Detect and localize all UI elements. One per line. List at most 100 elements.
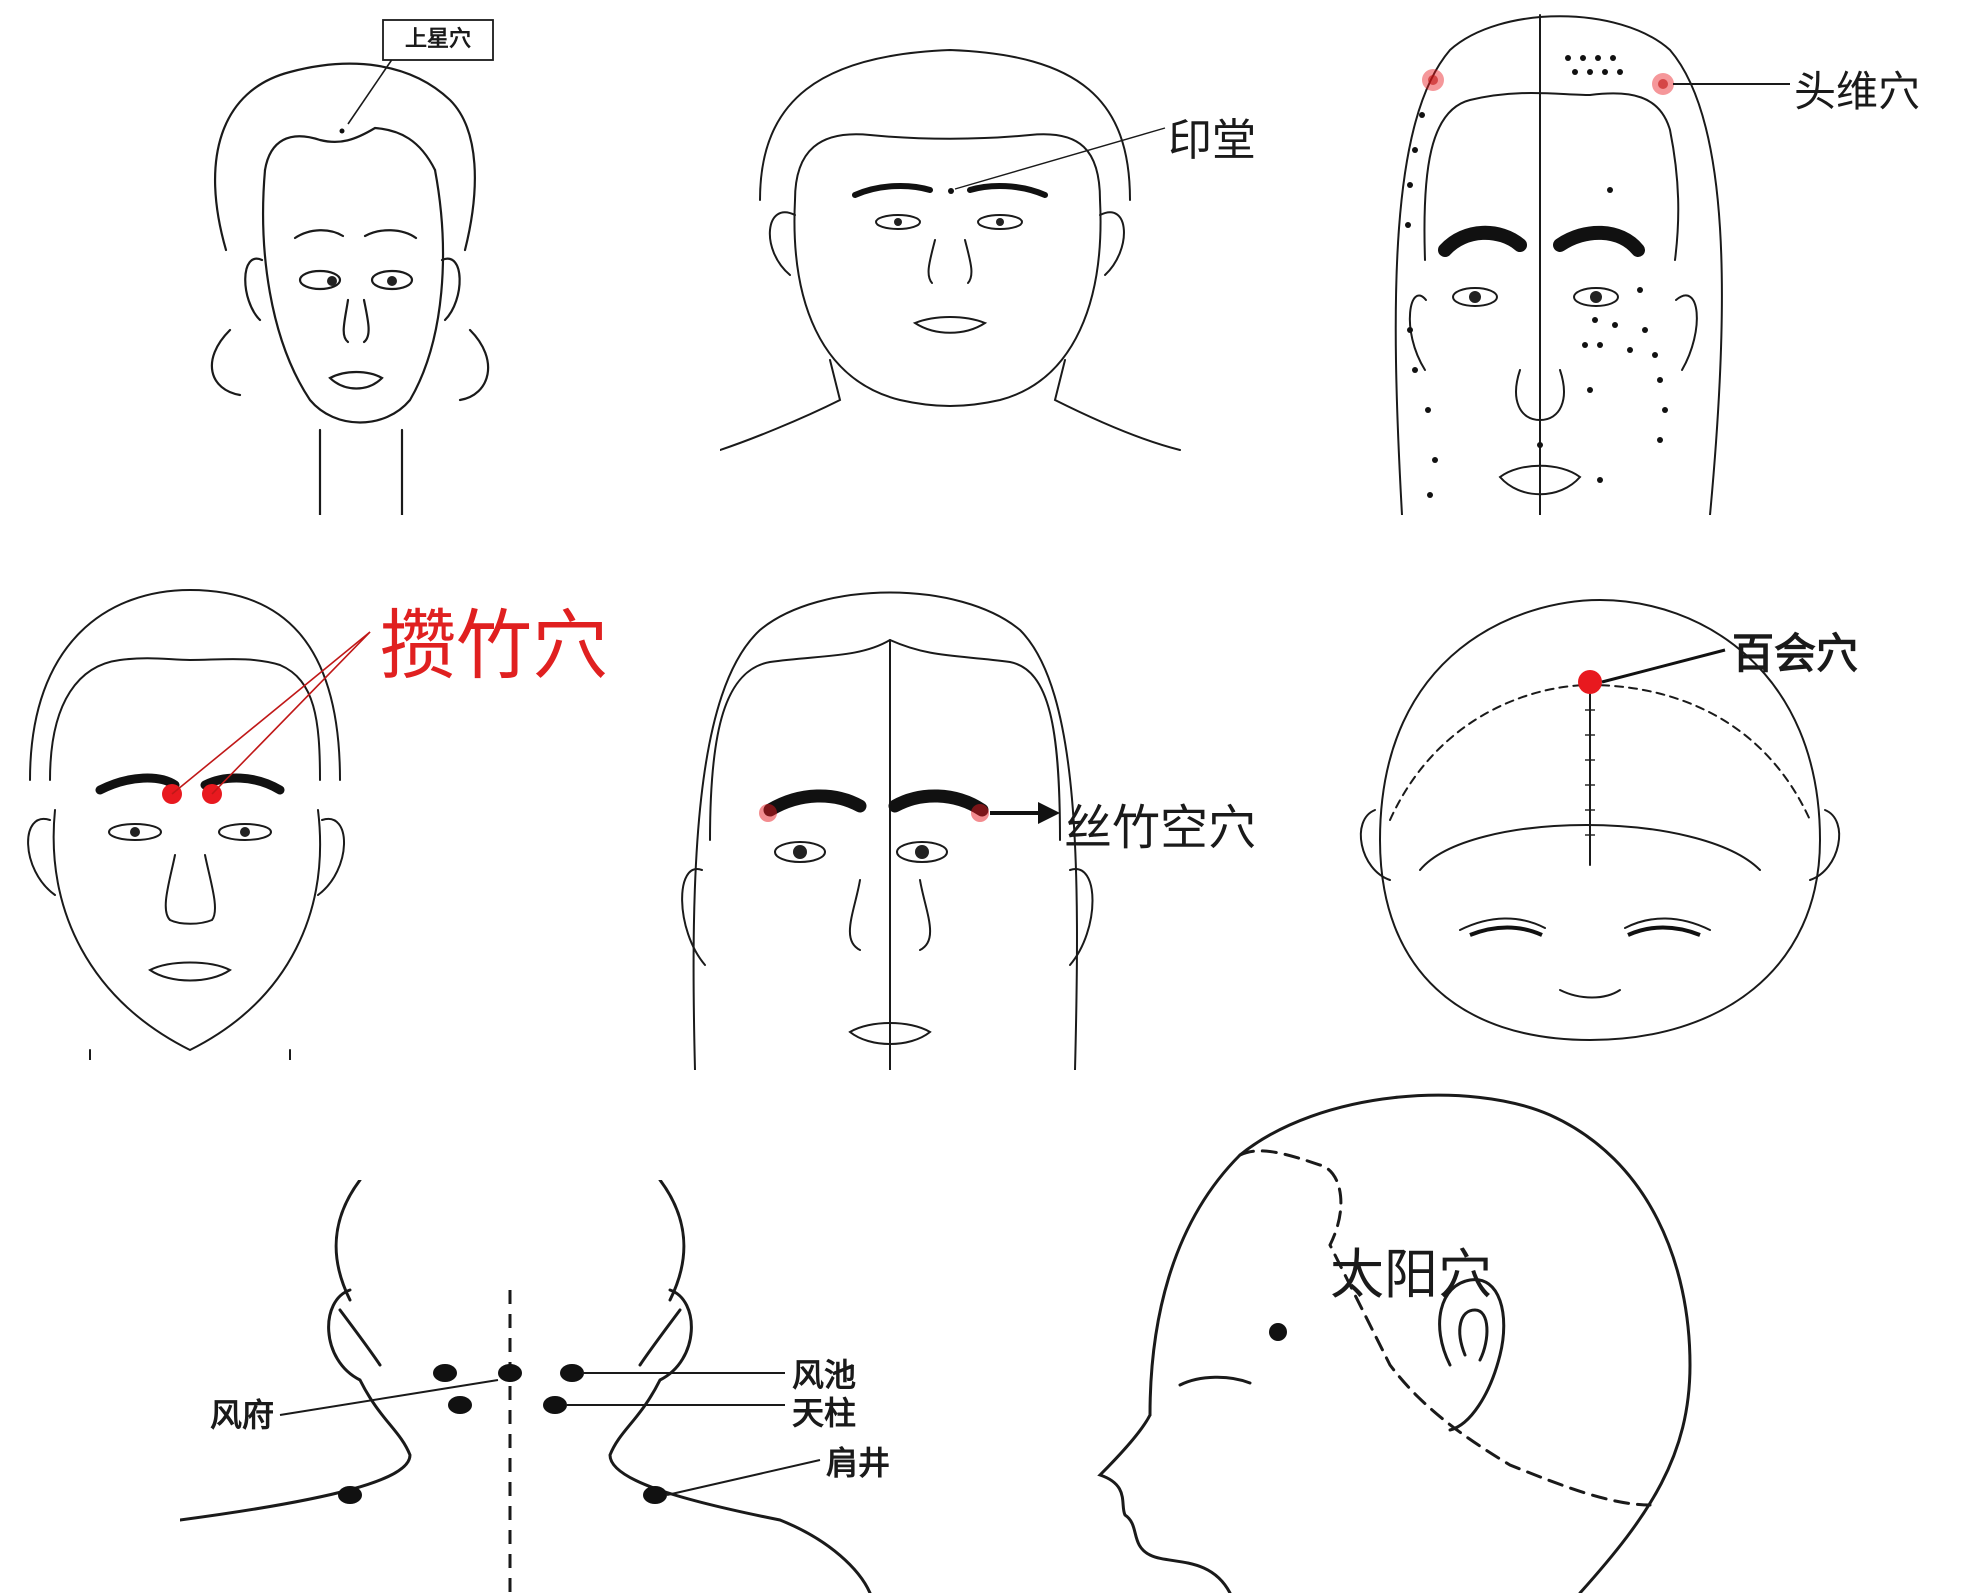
jianjing-point-right — [643, 1486, 667, 1504]
left-eye — [1460, 918, 1545, 930]
nose — [344, 300, 369, 342]
fengchi-point-right — [560, 1364, 584, 1382]
mouth — [150, 963, 230, 981]
left-pupil — [1469, 291, 1481, 303]
yintang-point — [948, 188, 954, 194]
panel-baihui: 百会穴 — [1320, 590, 1972, 1060]
left-eye — [1453, 288, 1497, 306]
left-ear — [1410, 295, 1426, 370]
touwei-label: 头维穴 — [1794, 67, 1921, 116]
yintang-face-drawing — [720, 0, 1320, 515]
right-ear — [1676, 295, 1697, 370]
right-brow — [1560, 233, 1638, 250]
left-pupil — [793, 845, 807, 859]
right-pupil — [240, 827, 250, 837]
left-eye — [876, 215, 920, 229]
right-eye — [372, 271, 412, 289]
head-right-outline — [660, 1180, 684, 1300]
hair-outline — [30, 590, 340, 780]
baihui-head-drawing — [1320, 590, 1972, 1060]
hair-outline — [760, 50, 1130, 200]
panel-sizhukong: 丝竹空穴 — [660, 570, 1310, 1070]
sizhukong-face-drawing — [660, 570, 1310, 1070]
nose — [1516, 370, 1564, 420]
panel-cuanzhu: 攒竹穴 — [0, 580, 640, 1060]
panel-taiyang: 太阳穴 — [1090, 1085, 1972, 1593]
left-brow — [855, 186, 930, 195]
meridian-points — [1405, 55, 1668, 498]
hairline — [50, 658, 320, 780]
cuanzhu-leader-left — [172, 632, 370, 794]
left-ear — [770, 212, 795, 275]
right-brow — [895, 796, 982, 810]
face-outline — [794, 200, 1100, 406]
hair-outline — [215, 64, 475, 250]
taiyang-label: 太阳穴 — [1330, 1243, 1492, 1306]
right-pupil — [915, 845, 929, 859]
left-pupil — [327, 276, 337, 286]
left-pupil — [130, 827, 140, 837]
right-pupil — [1590, 291, 1602, 303]
right-eyelash — [1628, 928, 1700, 936]
yintang-label: 印堂 — [1168, 115, 1256, 166]
head-outline — [1150, 1095, 1690, 1593]
mouth — [1500, 466, 1580, 495]
right-ear-inner — [640, 1310, 680, 1365]
right-neck-shoulder — [610, 1290, 870, 1593]
tianzhu-point-right — [543, 1396, 567, 1414]
hairline — [795, 134, 1100, 200]
fengfu-label: 风府 — [210, 1396, 275, 1434]
left-ear — [245, 259, 262, 320]
hairline-arc — [1420, 825, 1760, 870]
shangxing-label: 上星穴 — [404, 27, 471, 52]
shangxing-leader — [348, 58, 393, 124]
fengchi-label: 风池 — [792, 1356, 857, 1394]
right-brow — [365, 230, 416, 238]
shangxing-label-box — [382, 19, 494, 61]
crown-ticks — [1585, 710, 1595, 835]
head-outline — [694, 593, 1077, 1071]
hairline — [265, 128, 435, 170]
face-outline — [263, 170, 443, 423]
hairline-dashed — [1240, 1151, 1650, 1505]
sizhukong-point-right — [971, 804, 989, 822]
cuanzhu-face-drawing — [0, 580, 640, 1060]
cuanzhu-leader-right — [212, 632, 370, 794]
sizhukong-point-left — [759, 804, 777, 822]
fengfu-leader — [280, 1380, 498, 1415]
baihui-leader — [1602, 650, 1725, 682]
right-pupil — [387, 276, 397, 286]
right-shoulder — [1055, 360, 1180, 450]
face-profile — [1100, 1415, 1230, 1593]
ear-inner — [1460, 1310, 1487, 1360]
left-brow — [770, 796, 860, 810]
right-ear — [1070, 869, 1093, 965]
nose — [929, 240, 972, 283]
right-ear — [442, 259, 460, 320]
touwei-face-drawing — [1370, 0, 1972, 515]
jianjing-point-left — [338, 1486, 362, 1504]
left-ear — [1361, 810, 1390, 880]
mouth — [915, 317, 985, 333]
ear-outer — [1440, 1280, 1504, 1430]
baihui-label: 百会穴 — [1732, 629, 1859, 678]
hair-curl-right — [460, 330, 488, 400]
left-eye — [300, 271, 340, 289]
jianjing-leader — [667, 1460, 820, 1495]
eye — [1180, 1377, 1250, 1385]
panel-touwei: 头维穴 — [1370, 0, 1972, 515]
shangxing-face-drawing — [180, 19, 494, 515]
touwei-point-left-core — [1428, 75, 1438, 85]
nose — [1560, 990, 1620, 998]
jianjing-label: 肩井 — [826, 1444, 891, 1482]
taiyang-point — [1269, 1323, 1287, 1341]
right-ear — [318, 819, 344, 895]
taiyang-profile-drawing — [1090, 1085, 1972, 1593]
nose — [166, 855, 215, 924]
touwei-point-right-core — [1658, 79, 1668, 89]
left-ear-inner — [340, 1310, 380, 1365]
baihui-point — [1578, 670, 1602, 694]
left-ear — [682, 869, 705, 965]
left-ear — [28, 819, 55, 895]
